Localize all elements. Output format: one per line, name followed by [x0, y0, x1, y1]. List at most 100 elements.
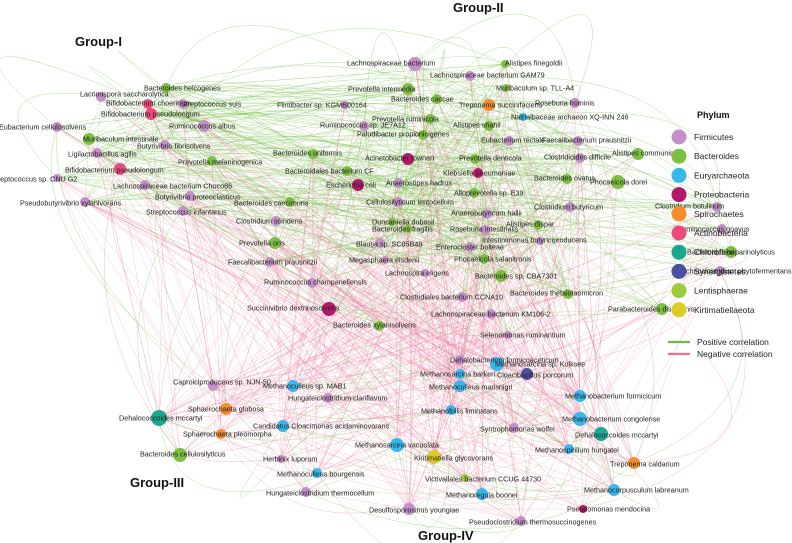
correlation-edge	[225, 334, 509, 410]
correlation-edge	[203, 125, 602, 435]
network-node	[484, 121, 494, 131]
correlation-edge	[328, 125, 490, 310]
correlation-edge	[397, 63, 506, 203]
network-node	[465, 71, 475, 81]
correlation-edge	[474, 158, 581, 420]
correlation-edge	[414, 36, 490, 127]
correlation-edge	[189, 195, 214, 387]
correlation-edge	[225, 104, 346, 410]
correlation-edge	[212, 261, 271, 387]
correlation-edge	[500, 206, 578, 277]
node-label: Roseburia hominis	[535, 99, 595, 108]
node-label: Bifidobacterium pseudolongum	[101, 110, 200, 119]
correlation-edge	[158, 140, 510, 419]
correlation-edge	[396, 182, 399, 446]
correlation-edge	[158, 385, 294, 419]
correlation-edge	[119, 103, 184, 170]
correlation-edge	[344, 104, 541, 242]
correlation-edge	[203, 125, 461, 361]
correlation-edge	[513, 418, 581, 429]
correlation-edge	[312, 153, 461, 387]
correlation-edge	[100, 96, 277, 222]
correlation-edge	[274, 174, 568, 244]
correlation-edge	[488, 116, 524, 127]
correlation-edge	[508, 140, 569, 295]
node-label: Streptococcus sp. CNU G2	[0, 175, 77, 184]
correlation-edge	[312, 153, 476, 160]
correlation-edge	[363, 116, 524, 127]
correlation-edge	[150, 113, 318, 474]
correlation-edge	[189, 195, 723, 230]
correlation-edge	[179, 275, 502, 456]
correlation-edge	[316, 102, 576, 474]
correlation-edge	[346, 170, 509, 336]
correlation-edge	[179, 125, 365, 456]
correlation-edge	[182, 98, 438, 105]
correlation-edge	[312, 153, 393, 223]
network-node	[483, 99, 495, 111]
correlation-edge	[481, 363, 528, 506]
correlation-edge	[316, 153, 639, 474]
correlation-edge	[189, 195, 663, 310]
node-label: Pseudoclostridium thermosuccinogenes	[469, 518, 596, 527]
node-label: Methanocorpusculum labreanum	[584, 486, 689, 495]
correlation-edge	[436, 98, 475, 194]
correlation-edge	[363, 125, 579, 142]
correlation-edge	[96, 96, 102, 154]
correlation-edge	[450, 228, 723, 411]
correlation-edge	[397, 201, 452, 411]
correlation-edge	[158, 293, 569, 419]
correlation-edge	[579, 153, 639, 159]
correlation-edge	[144, 164, 399, 203]
correlation-edge	[84, 158, 409, 203]
correlation-edge	[182, 210, 276, 244]
correlation-edge	[507, 293, 569, 336]
correlation-edge	[429, 75, 471, 120]
correlation-edge	[459, 385, 584, 510]
correlation-edge	[88, 113, 152, 140]
correlation-edge	[363, 118, 431, 127]
correlation-edge	[408, 158, 476, 510]
network-node	[312, 468, 322, 478]
edges-layer	[0, 13, 747, 543]
correlation-edge	[450, 157, 586, 411]
correlation-edge	[312, 153, 581, 397]
correlation-edge	[500, 206, 571, 277]
network-node	[388, 218, 396, 226]
correlation-edge	[212, 385, 398, 472]
node-label: Alistipes finegoldii	[505, 59, 563, 68]
correlation-edge	[328, 157, 581, 310]
correlation-edge	[407, 88, 581, 420]
correlation-edge	[88, 138, 146, 186]
correlation-edge	[282, 63, 506, 427]
node-label: Paludibacter propionicigenes	[357, 130, 450, 139]
correlation-edge	[56, 63, 506, 179]
correlation-edge	[469, 75, 732, 253]
correlation-edge	[269, 221, 393, 263]
correlation-edge	[579, 308, 663, 397]
correlation-edge	[414, 63, 718, 208]
correlation-edge	[328, 308, 380, 327]
correlation-edge	[119, 168, 291, 203]
network-node	[455, 369, 465, 379]
correlation-edge	[84, 184, 359, 203]
network-node	[402, 153, 414, 165]
legend-swatch	[671, 206, 687, 222]
correlation-edge	[363, 125, 393, 223]
correlation-edge	[269, 261, 522, 522]
correlation-edge	[346, 170, 541, 242]
correlation-edge	[600, 433, 659, 509]
node-label: Syntrophomonas wolfei	[480, 425, 555, 434]
correlation-edge	[407, 228, 413, 510]
network-node	[160, 140, 170, 150]
correlation-edge	[496, 102, 576, 365]
correlation-edge	[203, 125, 461, 387]
network-node	[574, 390, 586, 402]
correlation-edge	[182, 103, 570, 450]
node-label: Faecalibacterium prausnitzii	[228, 258, 317, 267]
correlation-edge	[50, 126, 214, 387]
network-node	[579, 505, 587, 513]
correlation-edge	[56, 177, 584, 510]
correlation-edge	[424, 98, 438, 274]
correlation-edge	[150, 113, 294, 387]
